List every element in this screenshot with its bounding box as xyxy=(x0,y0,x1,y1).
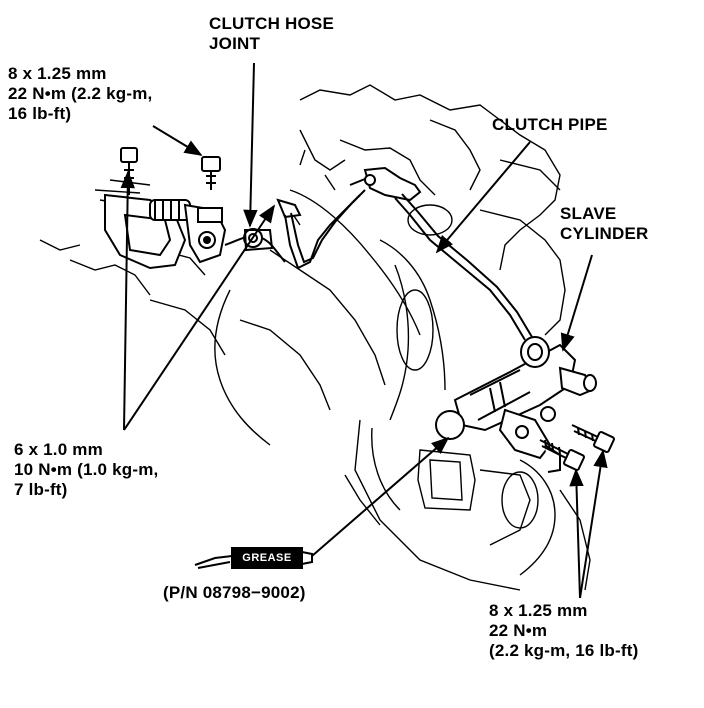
clutch-hose-joint-line2: JOINT xyxy=(209,34,261,53)
top-bolt-torque-imperial: 16 lb-ft) xyxy=(8,104,72,123)
hose-bracket-assembly xyxy=(104,193,227,270)
bottom-bolt-torque-imperial: (2.2 kg-m, 16 lb-ft) xyxy=(489,641,639,660)
top-bolts xyxy=(120,147,223,223)
grease-part-number: (P/N 08798−9002) xyxy=(163,583,306,602)
clutch-hose-joint-line1: CLUTCH HOSE xyxy=(209,14,334,33)
clutch-pipe-text: CLUTCH PIPE xyxy=(492,115,608,134)
grease-part-number-label: (P/N 08798−9002) xyxy=(163,583,306,603)
bottom-bolt-spec-label: 8 x 1.25 mm 22 N•m (2.2 kg-m, 16 lb-ft) xyxy=(489,601,638,661)
slave-cylinder-label: SLAVE CYLINDER xyxy=(560,204,649,244)
left-bolt-spec-label: 6 x 1.0 mm 10 N•m (1.0 kg-m, 7 lb-ft) xyxy=(14,440,158,500)
slave-cylinder-line1: SLAVE xyxy=(560,204,617,223)
slave-cylinder-body xyxy=(435,336,597,473)
top-bolt-size: 8 x 1.25 mm xyxy=(8,64,107,83)
left-bolt-torque-imperial: 7 lb-ft) xyxy=(14,480,68,499)
bottom-bolt-torque: 22 N•m xyxy=(489,621,548,640)
clutch-pipe-label: CLUTCH PIPE xyxy=(492,115,608,135)
leader-lines xyxy=(120,62,608,599)
top-bolt-spec-label: 8 x 1.25 mm 22 N•m (2.2 kg-m, 16 lb-ft) xyxy=(8,64,152,124)
left-bolt-size: 6 x 1.0 mm xyxy=(14,440,103,459)
slave-cylinder-bolts xyxy=(539,424,615,471)
top-bolt-torque: 22 N•m (2.2 kg-m, xyxy=(8,84,153,103)
left-bolt-torque: 10 N•m (1.0 kg-m, xyxy=(14,460,159,479)
engine-background-sketch xyxy=(39,84,591,591)
bottom-bolt-size: 8 x 1.25 mm xyxy=(489,601,588,620)
slave-cylinder-line2: CYLINDER xyxy=(560,224,649,243)
clutch-hose-joint-label: CLUTCH HOSE JOINT xyxy=(209,14,334,54)
grease-tube-label: GREASE xyxy=(234,550,300,566)
